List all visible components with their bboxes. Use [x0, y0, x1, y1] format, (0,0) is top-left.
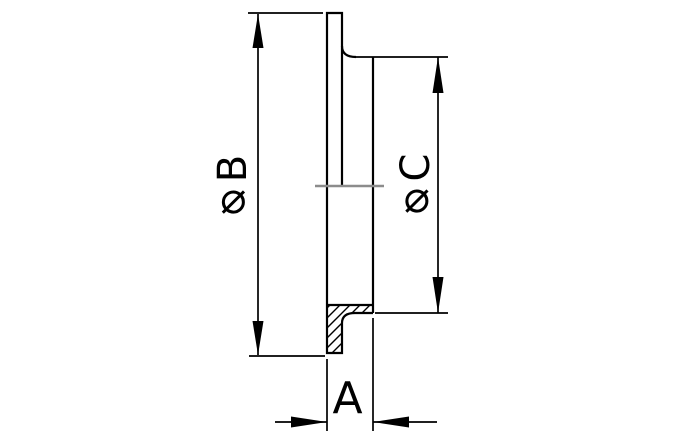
dimension-phi-c: ⌀ C: [375, 57, 448, 314]
part-outline: [315, 11, 448, 355]
dim-phi-b-arrow-up: [252, 14, 264, 48]
dim-phi-c-arrow-down: [432, 277, 444, 313]
dim-phi-b-arrow-down: [252, 321, 264, 355]
flange-neck-fillet-top: [340, 45, 357, 59]
dim-a-label: A: [332, 373, 362, 424]
section-hatching: [327, 305, 373, 353]
phi-b-diameter-symbol: ⌀: [220, 173, 247, 224]
flange-neck-fillet-bottom: [340, 311, 356, 324]
dim-phi-c-arrow-up: [432, 57, 444, 93]
phi-b-label: B: [210, 155, 256, 182]
dimension-phi-b: ⌀ B: [210, 12, 325, 357]
dimension-a: A: [275, 318, 437, 431]
dim-a-arrow-left: [291, 416, 327, 428]
dim-a-arrow-right: [373, 416, 409, 428]
phi-c-diameter-symbol: ⌀: [404, 172, 431, 223]
flange-profile: [325, 11, 344, 355]
phi-c-label: C: [393, 154, 439, 182]
